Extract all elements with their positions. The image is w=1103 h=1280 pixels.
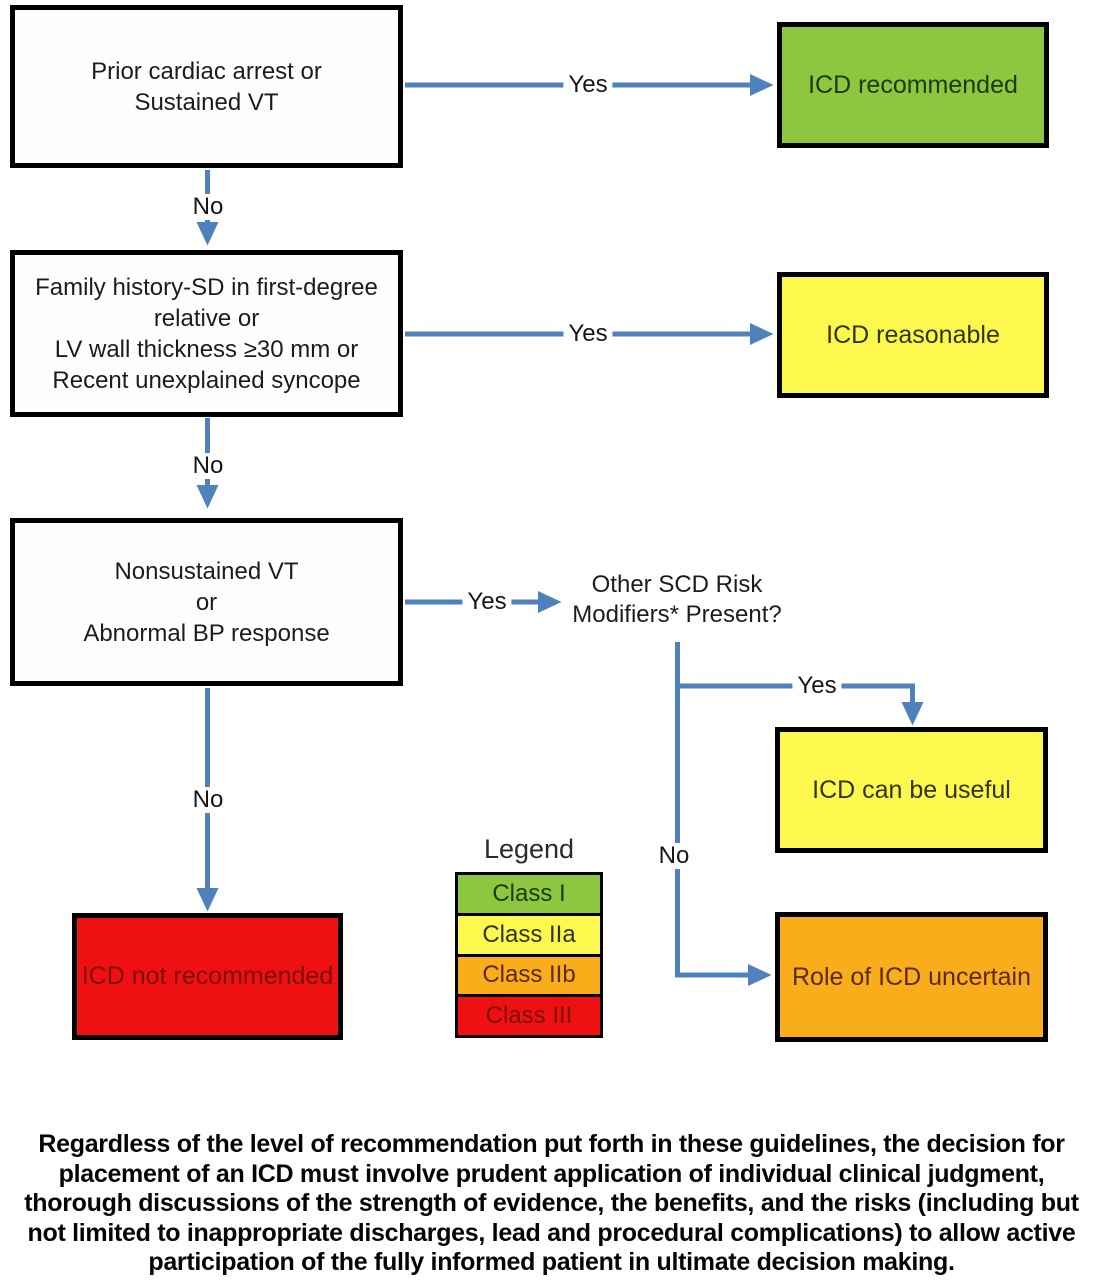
legend-box: Class I Class IIa Class IIb Class III	[455, 872, 603, 1038]
node-family-history-risk-text: Family history-SD in first-degree relati…	[35, 273, 378, 394]
footnote-text: Regardless of the level of recommendatio…	[24, 1130, 1079, 1276]
outcome-icd-recommended-label: ICD recommended	[808, 70, 1018, 99]
legend-item-class-iib-label: Class IIb	[482, 961, 576, 989]
outcome-icd-can-be-useful-label: ICD can be useful	[812, 775, 1011, 804]
node-nonsustained-vt: Nonsustained VT or Abnormal BP response	[10, 518, 403, 686]
edge-label-decision-yes: Yes	[792, 673, 842, 699]
node-prior-cardiac-arrest: Prior cardiac arrest or Sustained VT	[10, 5, 403, 168]
outcome-icd-not-recommended: ICD not recommended	[72, 913, 343, 1040]
connector-decision-no	[675, 642, 772, 987]
legend-title: Legend	[483, 834, 575, 864]
legend-item-class-i: Class I	[458, 875, 600, 913]
edge-label-q2-no: No	[187, 453, 229, 479]
outcome-icd-can-be-useful: ICD can be useful	[775, 727, 1048, 853]
outcome-icd-reasonable: ICD reasonable	[777, 272, 1049, 398]
outcome-role-of-icd-uncertain: Role of ICD uncertain	[775, 912, 1048, 1042]
edge-label-q2-yes: Yes	[563, 321, 613, 347]
decision-other-scd-risk-modifiers: Other SCD Risk Modifiers* Present?	[572, 571, 782, 628]
legend-item-class-iii-label: Class III	[485, 1002, 573, 1030]
outcome-icd-not-recommended-label: ICD not recommended	[81, 962, 334, 990]
outcome-icd-recommended: ICD recommended	[777, 22, 1049, 148]
node-prior-cardiac-arrest-text: Prior cardiac arrest or Sustained VT	[91, 57, 322, 116]
node-family-history-risk: Family history-SD in first-degree relati…	[10, 250, 403, 417]
outcome-role-of-icd-uncertain-label: Role of ICD uncertain	[791, 962, 1031, 991]
legend-item-class-i-label: Class I	[492, 879, 566, 907]
node-nonsustained-vt-text: Nonsustained VT or Abnormal BP response	[83, 557, 330, 647]
edge-label-q3-no: No	[187, 787, 229, 813]
legend-item-class-iia: Class IIa	[458, 912, 600, 954]
legend-item-class-iia-label: Class IIa	[482, 920, 576, 948]
edge-label-decision-no: No	[653, 843, 695, 869]
outcome-icd-reasonable-label: ICD reasonable	[826, 320, 1000, 349]
edge-label-q1-yes: Yes	[563, 72, 613, 98]
legend-item-class-iii: Class III	[458, 994, 600, 1035]
legend-item-class-iib: Class IIb	[458, 953, 600, 995]
edge-label-q1-no: No	[187, 194, 229, 220]
edge-label-q3-yes: Yes	[462, 589, 512, 615]
